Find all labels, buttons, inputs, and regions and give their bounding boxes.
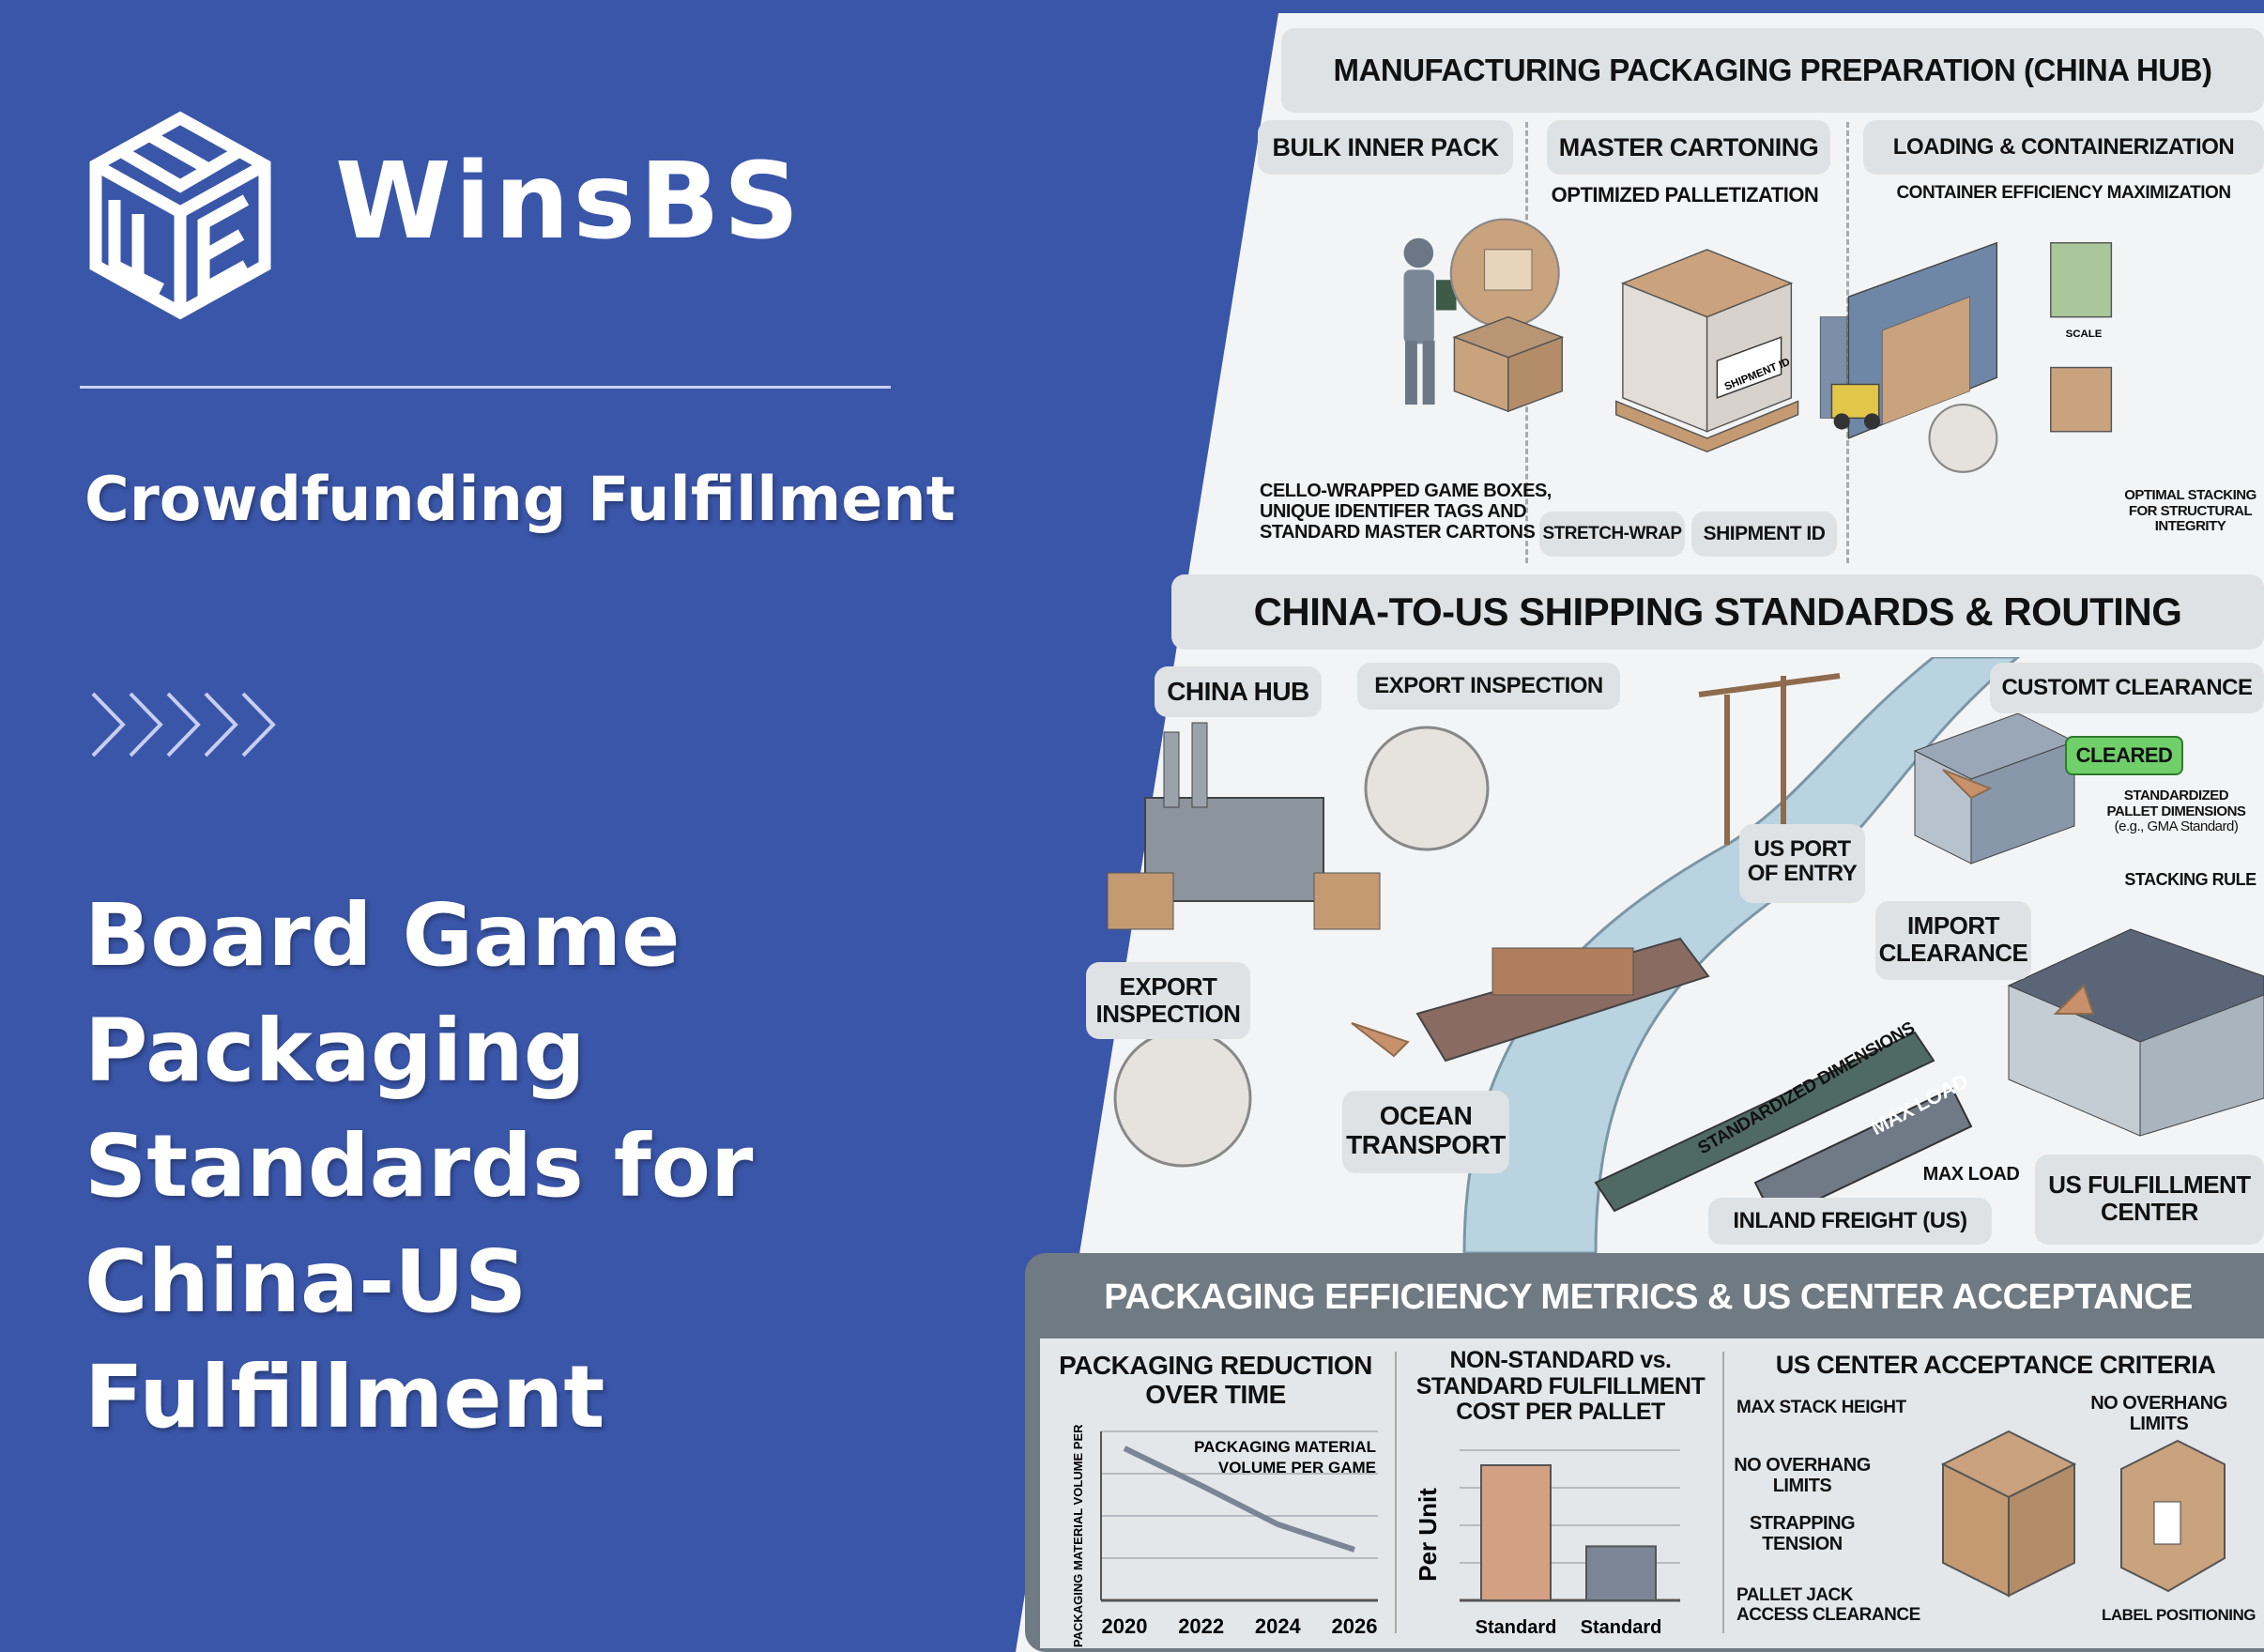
max-stack-label: MAX STACK HEIGHT	[1736, 1398, 1906, 1417]
series-line	[1123, 1446, 1355, 1553]
optimized-palletization: OPTIMIZED PALLETIZATION	[1551, 183, 1819, 206]
china-hub-label: CHINA HUB	[1155, 666, 1322, 717]
bar	[1585, 1545, 1657, 1601]
x-tick-label: 2022	[1178, 1614, 1224, 1638]
subtitle: Crowdfunding Fulfillment	[84, 465, 956, 535]
main-title: Board Game Packaging Standards for China…	[84, 878, 753, 1455]
loading-header: LOADING & CONTAINERIZATION	[1863, 120, 2264, 175]
divider	[1722, 1352, 1724, 1633]
factory-illustration	[1144, 722, 1324, 902]
title-line: China-US	[84, 1231, 528, 1332]
cost-per-pallet-chart: Standard Standard Per Unit	[1414, 1449, 1680, 1638]
optimal-stacking-caption: OPTIMAL STACKING FOR STRUCTURAL INTEGRIT…	[2124, 487, 2256, 534]
bar	[1480, 1464, 1552, 1601]
section1-title: MANUFACTURING PACKAGING PREPARATION (CHI…	[1281, 28, 2264, 113]
title-line: Board Game	[84, 885, 681, 986]
inland-freight-label: INLAND FREIGHT (US)	[1708, 1198, 1992, 1245]
title-line: Packaging	[84, 1001, 586, 1101]
chevrons-right-icon	[91, 692, 276, 757]
route-arrows	[1351, 769, 2095, 1058]
x-tick-label: 2024	[1255, 1614, 1302, 1638]
series-label: VOLUME PER GAME	[1218, 1459, 1376, 1476]
divider	[80, 386, 891, 389]
acceptance-illustration	[1940, 1430, 2226, 1598]
divider	[1846, 122, 1849, 563]
max-load-label: MAX LOAD	[1922, 1164, 2020, 1185]
packaging-illustrations: SHIPMENT ID SCALE	[1403, 218, 2113, 473]
y-axis-label: PACKAGING MATERIAL VOLUME PER GAME	[1071, 1422, 1085, 1647]
pallet-illustration: SHIPMENT ID	[1614, 249, 1799, 453]
custom-clearance-label: CUSTOMT CLEARANCE	[1990, 663, 2264, 713]
ship-illustration	[1415, 937, 1710, 1063]
x-tick-label: 2020	[1102, 1614, 1148, 1638]
brand-name: WinsBS	[335, 141, 803, 263]
label-positioning-label: LABEL POSITIONING	[2101, 1606, 2256, 1624]
col3-title: US CENTER ACCEPTANCE CRITERIA	[1775, 1351, 2216, 1379]
x-tick-label: 2026	[1332, 1614, 1378, 1638]
x-tick-label: Standard	[1581, 1617, 1662, 1638]
stacking-rule-note: STACKING RULE	[2124, 870, 2256, 889]
series-label: PACKAGING MATERIAL	[1194, 1438, 1376, 1456]
warehouse-illustration	[2007, 928, 2264, 1137]
bulk-caption: CELLO-WRAPPED GAME BOXES, UNIQUE IDENTIF…	[1260, 481, 1552, 543]
packaging-reduction-chart: 2020 2022 2024 2026 PACKAGING MATERIAL VOLUM…	[1071, 1422, 1378, 1647]
container-illustration: SCALE	[1819, 241, 2113, 473]
title-line: Standards for	[84, 1116, 754, 1216]
export-inspection-label: EXPORT INSPECTION	[1357, 663, 1620, 710]
worker-illustration	[1403, 237, 1457, 405]
routing-map	[1107, 657, 2264, 1253]
divider	[1395, 1352, 1397, 1633]
train-illustration	[1594, 1031, 1935, 1213]
cleared-badge: CLEARED	[2065, 736, 2183, 775]
master-cartoning-header: MASTER CARTONING	[1547, 120, 1830, 175]
scale-label: SCALE	[2066, 329, 2103, 340]
stretch-wrap-tag: STRETCH-WRAP	[1539, 512, 1685, 557]
title-line: Fulfillment	[84, 1347, 605, 1447]
container-efficiency: CONTAINER EFFICIENCY MAXIMIZATION	[1896, 183, 2231, 203]
section2-title: CHINA-TO-US SHIPPING STANDARDS & ROUTING	[1171, 574, 2264, 650]
bulk-inner-pack-header: BULK INNER PACK	[1258, 120, 1513, 175]
section3-title: PACKAGING EFFICIENCY METRICS & US CENTER…	[1104, 1277, 2193, 1317]
isometric-cube-logo	[89, 111, 271, 320]
shipment-id-tag: SHIPMENT ID	[1691, 512, 1837, 557]
x-tick-label: Standard	[1476, 1617, 1557, 1638]
y-axis-label: Per Unit	[1414, 1488, 1442, 1582]
crane-illustration	[1698, 673, 1841, 845]
